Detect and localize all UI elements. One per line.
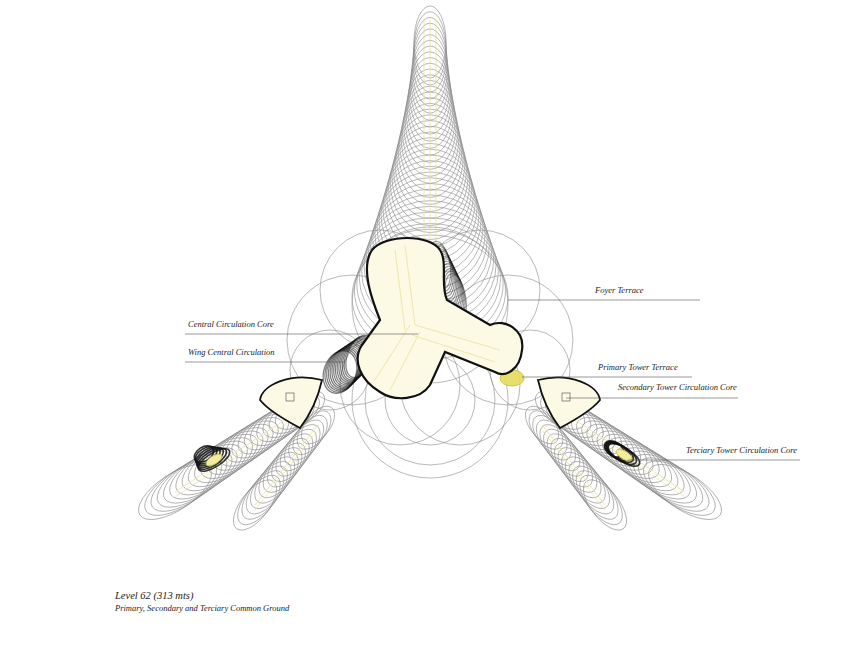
plan-ellipse	[168, 435, 250, 505]
axis-line	[542, 425, 605, 505]
callout-label: Central Circulation Core	[188, 320, 274, 329]
plan-ellipse	[187, 425, 266, 492]
plan-ellipse	[193, 443, 223, 469]
tower-terrace	[260, 378, 322, 428]
callout-label: Wing Central Circulation	[188, 348, 275, 357]
plan-ellipse	[204, 452, 224, 468]
core-symbol	[562, 393, 570, 401]
leader-line	[566, 398, 738, 399]
plan-ellipse	[614, 447, 634, 463]
leader-line	[185, 362, 345, 363]
grid-line	[412, 335, 495, 362]
core-symbol	[286, 393, 294, 401]
leader-line	[508, 300, 700, 301]
leader-line	[185, 334, 418, 335]
plan-illustration	[130, 6, 730, 537]
tower-terrace	[538, 378, 600, 428]
axis-line	[255, 425, 318, 505]
leader-line	[522, 377, 692, 378]
axis-line	[542, 430, 605, 510]
grid-line	[390, 332, 420, 390]
callout-label: Foyer Terrace	[595, 286, 644, 295]
central-core	[358, 238, 523, 398]
callout-label: Secondary Tower Circulation Core	[618, 383, 737, 392]
leader-lines	[185, 300, 800, 460]
grid-line	[375, 325, 410, 380]
axis-line	[255, 430, 318, 510]
callout-label: Terciary Tower Circulation Core	[686, 446, 797, 455]
plan-title: Level 62 (313 mts)	[115, 590, 193, 602]
plan-ellipse	[174, 431, 255, 500]
grid-line	[415, 325, 500, 350]
leader-line	[628, 460, 800, 461]
grid-line	[395, 250, 405, 330]
plan-caption: Primary, Secondary and Terciary Common G…	[115, 604, 289, 613]
plan-ellipse	[194, 444, 227, 472]
callout-label: Primary Tower Terrace	[598, 363, 678, 372]
grid-line	[405, 245, 415, 325]
